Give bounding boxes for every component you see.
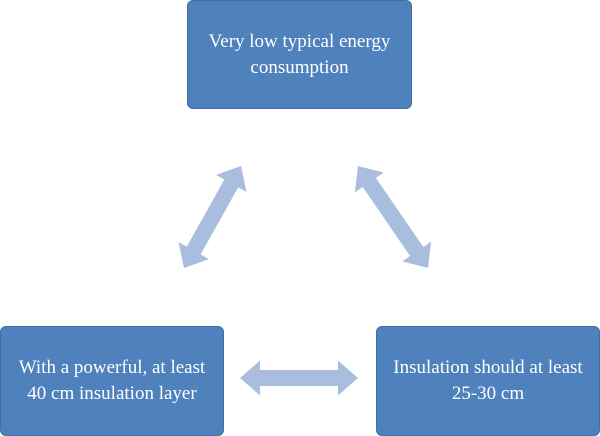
- node-bottom-right: Insulation should at least 25-30 cm: [376, 326, 600, 436]
- node-top-label: Very low typical energy consumption: [208, 30, 391, 78]
- node-bottom-right-label: Insulation should at least 25-30 cm: [393, 357, 583, 404]
- node-bottom-left: With a powerful, at least 40 cm insulati…: [0, 326, 224, 436]
- double-arrow-left-top: [178, 166, 247, 268]
- double-arrow-left-right: [240, 360, 358, 396]
- double-arrow-top-right: [354, 166, 432, 268]
- node-bottom-left-label: With a powerful, at least 40 cm insulati…: [18, 357, 206, 404]
- node-top: Very low typical energy consumption: [187, 0, 412, 109]
